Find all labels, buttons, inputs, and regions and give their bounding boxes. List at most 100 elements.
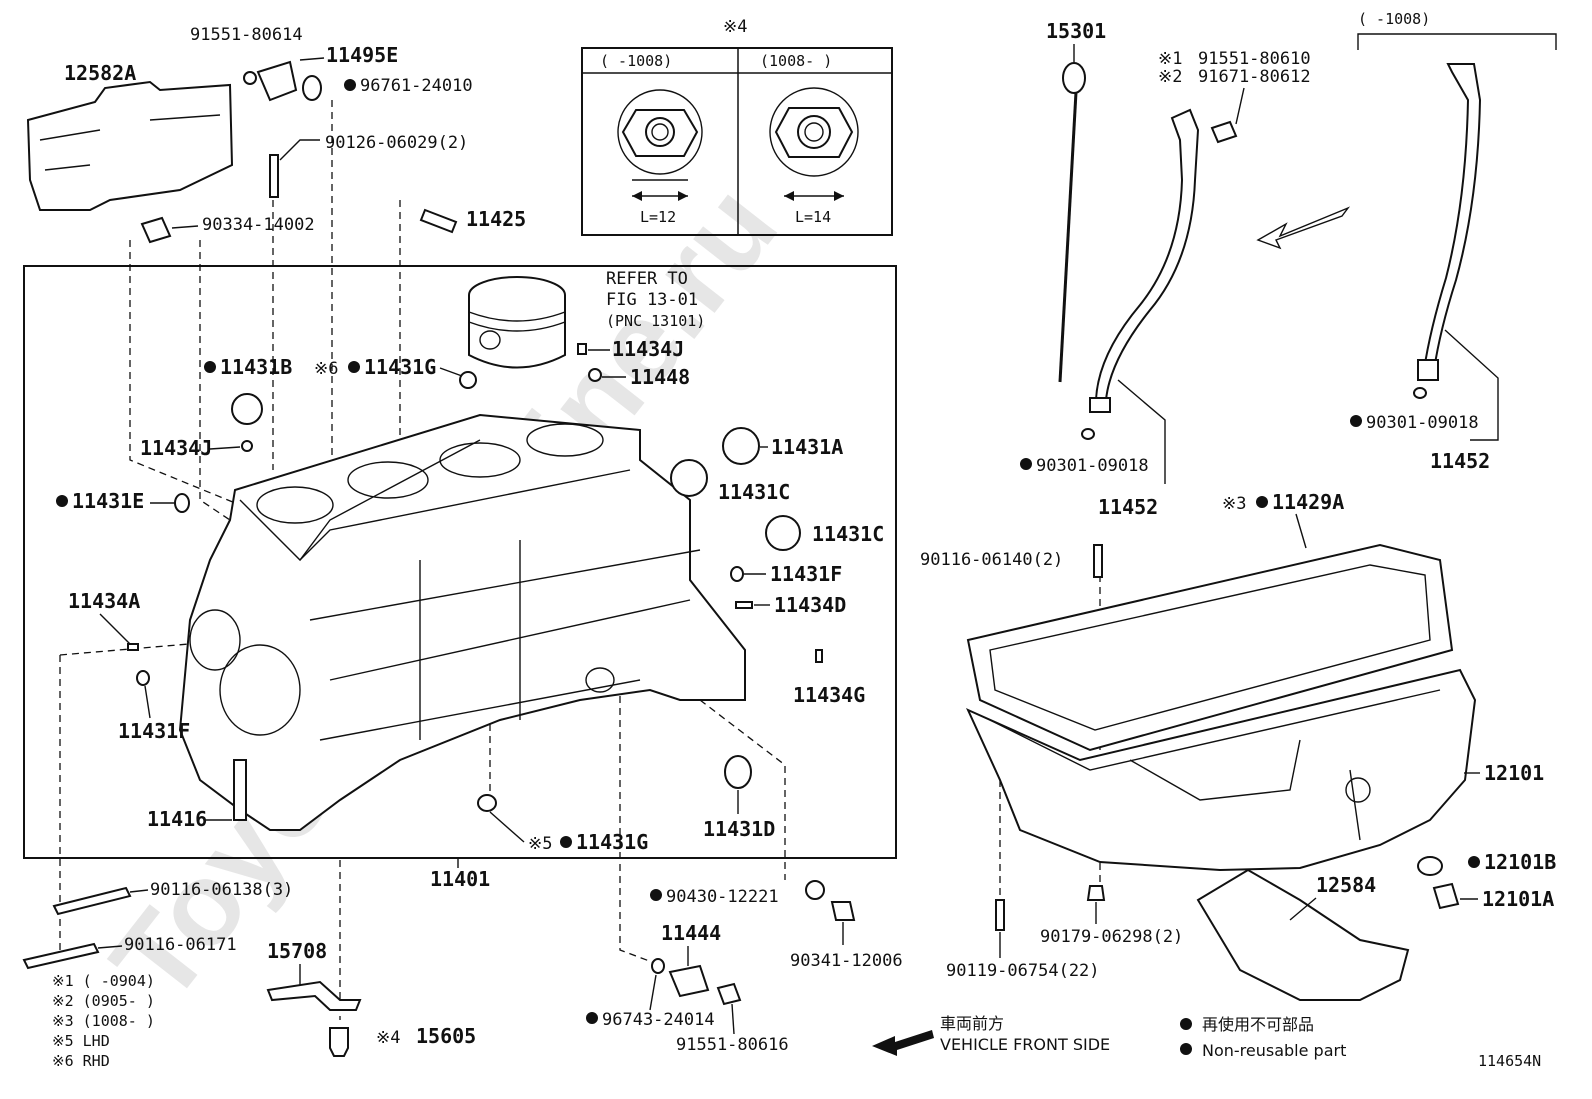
gasket-90430-icon xyxy=(805,880,825,900)
stud-11425-icon xyxy=(419,208,458,234)
part-96761-24010: 96761-24010 xyxy=(360,76,473,96)
plug-11448-icon xyxy=(588,368,602,382)
part-11431C-b: 11431C xyxy=(812,522,884,546)
part-90301-09018-b: 90301-09018 xyxy=(1366,413,1479,433)
sensor-11444-icon xyxy=(668,964,710,998)
pin-11434G-icon xyxy=(815,649,823,663)
part-12101: 12101 xyxy=(1484,761,1544,785)
bolt-11416-icon xyxy=(233,759,247,821)
part-11401: 11401 xyxy=(430,867,490,891)
bolt-91551-80616-icon xyxy=(716,982,742,1006)
part-90430-12221: 90430-12221 xyxy=(666,887,779,907)
rhd-mark: ※6 xyxy=(314,359,338,379)
part-12584: 12584 xyxy=(1316,873,1376,897)
stud-90116-06140-icon xyxy=(1093,544,1103,578)
mark-2: ※2 xyxy=(1158,67,1182,87)
drain-plug-15605-icon xyxy=(329,1027,349,1057)
part-90116-06171: 90116-06171 xyxy=(124,935,237,955)
part-15708: 15708 xyxy=(267,939,327,963)
part-15605: 15605 xyxy=(416,1024,476,1048)
bolt-icon xyxy=(243,71,257,85)
part-90341-12006: 90341-12006 xyxy=(790,951,903,971)
nut-90179-icon xyxy=(1086,885,1106,901)
part-91671-80612: 91671-80612 xyxy=(1198,67,1311,87)
part-90126-06029: 90126-06029(2) xyxy=(325,133,468,153)
plug-90341-icon xyxy=(830,901,856,921)
inset-right-range: (1008- ) xyxy=(760,52,832,70)
baffle-12584-icon xyxy=(1196,868,1410,1001)
part-11431G-b: 11431G xyxy=(576,830,648,854)
part-91551-80614: 91551-80614 xyxy=(190,25,303,45)
drain-plug-12101A-icon xyxy=(1432,882,1460,910)
stud-90116-06171-icon xyxy=(22,942,100,970)
part-90301-09018-a: 90301-09018 xyxy=(1036,456,1149,476)
part-90179-06298: 90179-06298(2) xyxy=(1040,927,1183,947)
part-11434D: 11434D xyxy=(774,593,846,617)
gasket-12101B-icon xyxy=(1417,856,1443,876)
part-11431B: 11431B xyxy=(220,355,292,379)
plug-11431G-b-icon xyxy=(477,794,497,812)
gasket-96743-icon xyxy=(651,958,665,974)
part-12101A: 12101A xyxy=(1482,887,1554,911)
bolt-90119-icon xyxy=(995,899,1005,931)
part-11431F-b: 11431F xyxy=(118,719,190,743)
engine-block-frame xyxy=(23,265,897,859)
refer-line-1: REFER TO xyxy=(606,269,688,289)
oring-icon xyxy=(1081,428,1095,440)
part-91551-80616: 91551-80616 xyxy=(676,1035,789,1055)
mark-3: ※3 xyxy=(1222,494,1246,514)
expansion-plug-11431C-icon xyxy=(670,459,708,497)
part-90119-06754: 90119-06754(22) xyxy=(946,961,1100,981)
mark-4: ※4 xyxy=(376,1028,400,1048)
oil-pan-gasket-icon xyxy=(966,543,1454,752)
diagram-id: 114654N xyxy=(1478,1052,1541,1070)
part-91551-80610: 91551-80610 xyxy=(1198,49,1311,69)
legend-note-4: ※5 LHD xyxy=(52,1032,110,1050)
part-11425: 11425 xyxy=(466,207,526,231)
vehicle-front-arrow-icon xyxy=(872,1030,934,1056)
part-11434G: 11434G xyxy=(793,683,865,707)
bracket-11495E-icon xyxy=(256,60,298,102)
inset-right-length: L=14 xyxy=(795,208,831,226)
strainer-15708-icon xyxy=(266,980,362,1011)
part-11444: 11444 xyxy=(661,921,721,945)
expansion-plug-11431C-b-icon xyxy=(765,515,801,551)
stud-icon xyxy=(269,154,279,198)
direction-en: VEHICLE FRONT SIDE xyxy=(940,1035,1110,1054)
part-11431E: 11431E xyxy=(72,489,144,513)
plug-11431F-icon xyxy=(730,566,744,582)
part-11434J-a: 11434J xyxy=(612,337,684,361)
refer-line-3: (PNC 13101) xyxy=(606,312,705,330)
part-11452-a: 11452 xyxy=(1098,495,1158,519)
part-11495E: 11495E xyxy=(326,43,398,67)
plug-11431G-icon xyxy=(459,371,477,389)
oil-pan-icon xyxy=(965,668,1477,872)
plug-11431E-icon xyxy=(174,493,190,513)
plug-11434J-icon xyxy=(241,440,253,452)
part-11429A: 11429A xyxy=(1272,490,1344,514)
part-11431C-a: 11431C xyxy=(718,480,790,504)
part-96743-24014: 96743-24014 xyxy=(602,1010,715,1030)
part-12582A: 12582A xyxy=(64,61,136,85)
part-90116-06138: 90116-06138(3) xyxy=(150,880,293,900)
part-11431F-a: 11431F xyxy=(770,562,842,586)
seal-11431D-icon xyxy=(724,755,752,789)
pin-11434D-icon xyxy=(735,601,753,609)
nonreusable-dot-icon xyxy=(1180,1018,1192,1030)
lhd-mark: ※5 xyxy=(528,834,552,854)
part-11431A: 11431A xyxy=(771,435,843,459)
cylinder-block-icon xyxy=(178,413,746,831)
part-90116-06140: 90116-06140(2) xyxy=(920,550,1063,570)
nonreusable-en: Non-reusable part xyxy=(1202,1041,1346,1060)
mark-1: ※1 xyxy=(1158,49,1182,69)
front-direction-arrow-icon xyxy=(1256,206,1351,250)
part-15301: 15301 xyxy=(1046,19,1106,43)
plug-90334-icon xyxy=(140,216,172,244)
part-11434J-b: 11434J xyxy=(140,436,212,460)
dipstick-guide-b-icon xyxy=(1422,63,1482,371)
legend-note-5: ※6 RHD xyxy=(52,1052,110,1070)
heat-insulator-icon xyxy=(26,80,234,211)
part-90334-14002: 90334-14002 xyxy=(202,215,315,235)
